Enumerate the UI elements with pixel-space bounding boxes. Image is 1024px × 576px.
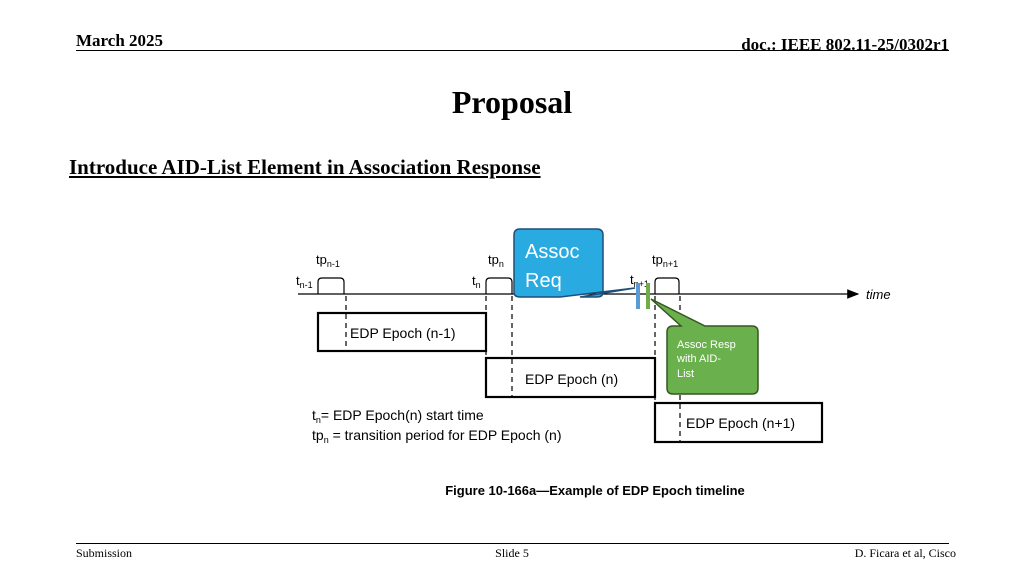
slide-title: Proposal bbox=[451, 84, 573, 120]
legend-line-1: tn= EDP Epoch(n) start time bbox=[312, 407, 484, 425]
assoc-req-callout-text: Assoc bbox=[525, 241, 579, 263]
label-tp-n-plus-1: tpn+1 bbox=[652, 252, 678, 269]
assoc-resp-callout-text: List bbox=[677, 368, 694, 380]
label-t-n-minus-1: tn-1 bbox=[296, 273, 313, 290]
epoch-box-n-plus-1 bbox=[653, 401, 824, 444]
epoch-box-n bbox=[484, 356, 657, 399]
tp-bracket-n-minus-1 bbox=[317, 277, 345, 294]
label-t-n: tn bbox=[472, 273, 481, 290]
epoch-label: EDP Epoch (n) bbox=[525, 371, 618, 387]
label-tp-n-minus-1: tpn-1 bbox=[316, 252, 340, 269]
tp-bracket-n bbox=[485, 277, 513, 294]
assoc-resp-frame-bar bbox=[646, 283, 650, 309]
assoc-req-frame-bar bbox=[636, 283, 640, 309]
header-date: March 2025 bbox=[76, 31, 164, 50]
slide-subtitle: Introduce AID-List Element in Associatio… bbox=[69, 155, 541, 179]
assoc-resp-callout-text: with AID- bbox=[676, 353, 721, 365]
figure-caption: Figure 10-166a—Example of EDP Epoch time… bbox=[445, 483, 745, 498]
footer-rule bbox=[76, 543, 949, 544]
footer-submission: Submission bbox=[76, 546, 133, 560]
time-axis-label: time bbox=[866, 287, 891, 302]
label-t-n-plus-1: tn+1 bbox=[630, 272, 649, 289]
epoch-box-n-minus-1 bbox=[316, 311, 488, 353]
assoc-req-callout-text: Req bbox=[525, 270, 562, 292]
assoc-req-callout bbox=[513, 228, 636, 298]
header-rule bbox=[76, 50, 949, 51]
assoc-resp-callout bbox=[650, 298, 759, 395]
footer-slide-number: Slide 5 bbox=[495, 546, 529, 560]
footer-authors: D. Ficara et al, Cisco bbox=[854, 546, 956, 560]
epoch-label: EDP Epoch (n+1) bbox=[686, 415, 795, 431]
epoch-label: EDP Epoch (n-1) bbox=[350, 325, 456, 341]
legend-line-2: tpn = transition period for EDP Epoch (n… bbox=[312, 427, 562, 445]
label-tp-n: tpn bbox=[488, 252, 504, 269]
header-doc-id: doc.: IEEE 802.11-25/0302r1 bbox=[741, 35, 949, 54]
assoc-resp-callout-text: Assoc Resp bbox=[677, 339, 736, 351]
tp-bracket-n-plus-1 bbox=[654, 277, 680, 294]
